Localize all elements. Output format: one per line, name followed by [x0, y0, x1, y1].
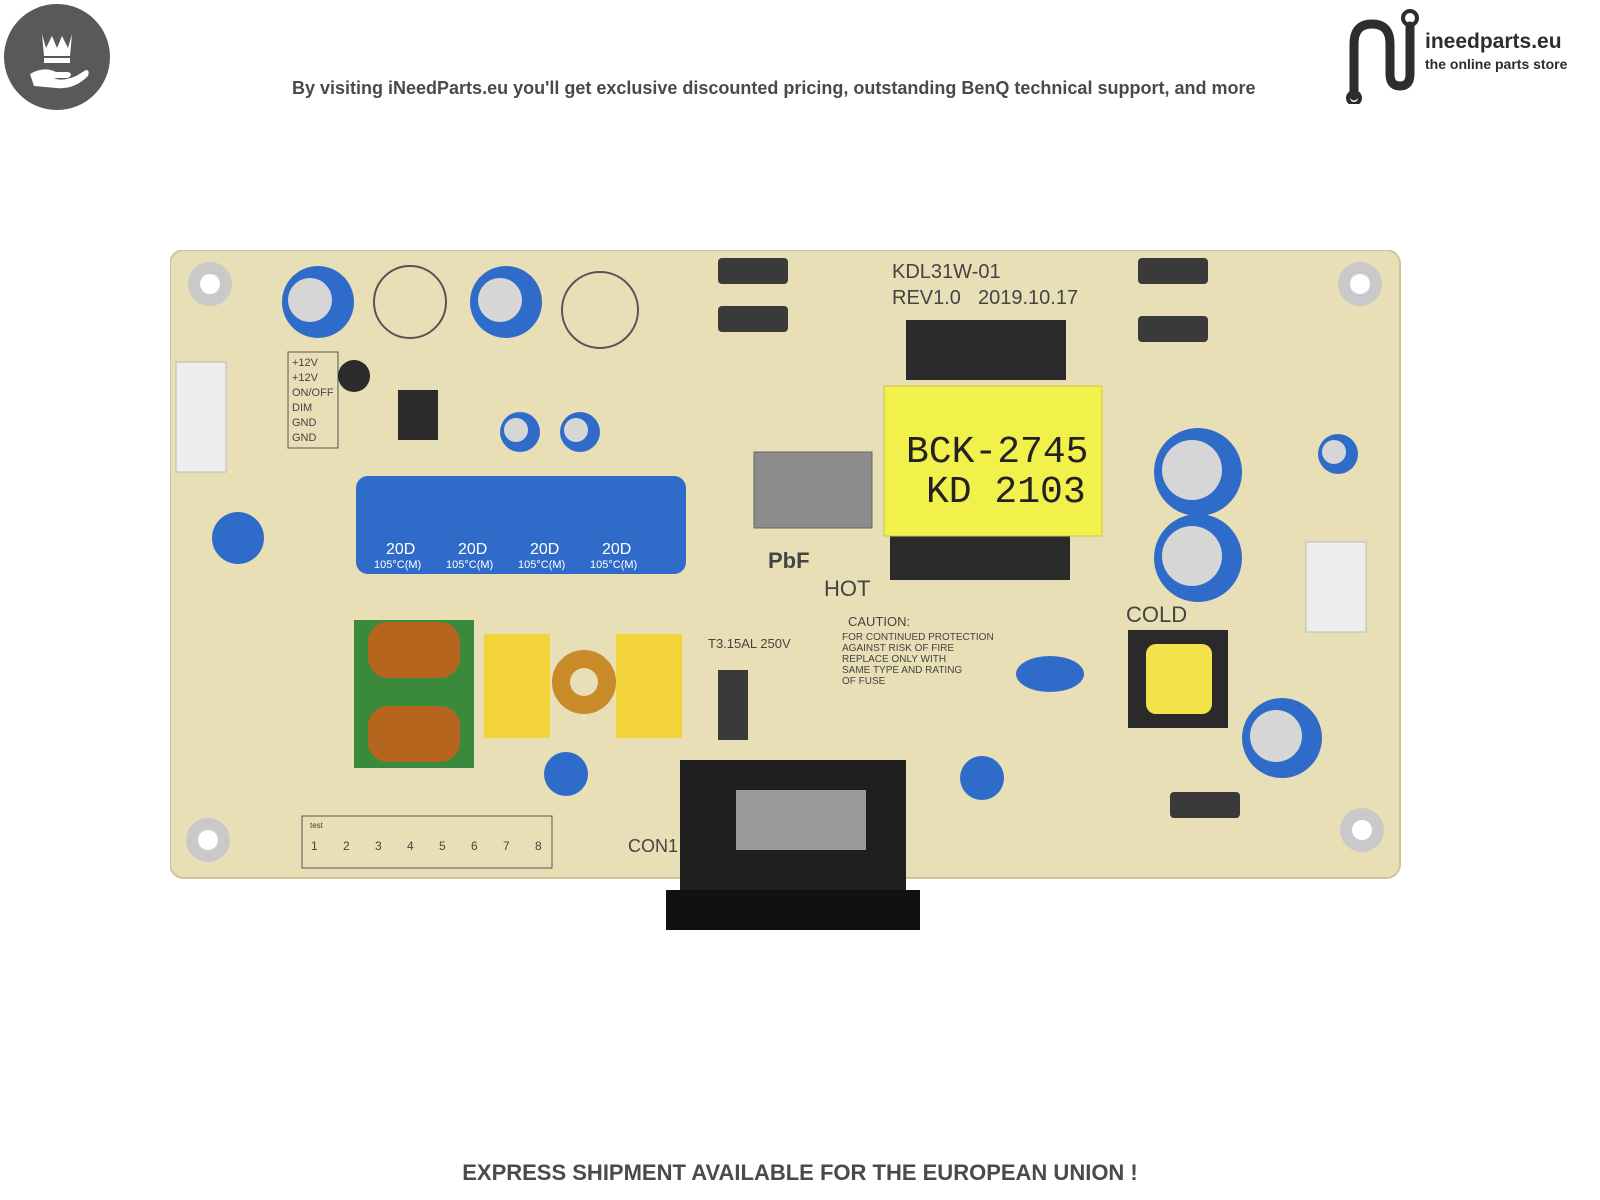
- output-inductor: [1128, 630, 1228, 728]
- caution-text: CAUTION: FOR CONTINUED PROTECTION AGAINS…: [842, 614, 994, 687]
- svg-text:CAUTION:: CAUTION:: [848, 614, 910, 629]
- diode: [1170, 792, 1240, 818]
- capacitor: [560, 412, 600, 452]
- svg-text:DIM: DIM: [292, 402, 312, 414]
- capacitor: [470, 266, 542, 338]
- svg-text:GND: GND: [292, 432, 317, 444]
- test-point-table: test 1 2 3 4 5 6 7 8: [301, 815, 553, 869]
- board-date: 2019.10.17: [978, 287, 1078, 309]
- hot-mark: HOT: [824, 576, 870, 601]
- svg-text:105°C(M): 105°C(M): [374, 559, 421, 571]
- capacitor: [1154, 428, 1242, 516]
- fuse: [718, 670, 748, 740]
- svg-text:7: 7: [503, 839, 510, 853]
- mounting-hole: [1340, 808, 1384, 852]
- svg-text:20D: 20D: [530, 541, 559, 558]
- power-board-photo: KDL31W-01 REV1.0 2019.10.17 +12V +12V ON…: [170, 250, 1401, 930]
- transformer-label: BCK-2745: [906, 431, 1088, 474]
- svg-text:SAME TYPE AND RATING: SAME TYPE AND RATING: [842, 665, 962, 676]
- heatsink: [753, 451, 873, 529]
- con1-label: CON1: [628, 836, 678, 856]
- mounting-hole: [186, 818, 230, 862]
- capacitor: [500, 412, 540, 452]
- capacitor: [1242, 698, 1322, 778]
- svg-text:3: 3: [375, 839, 382, 853]
- transistor: [338, 360, 370, 392]
- svg-text:105°C(M): 105°C(M): [518, 559, 565, 571]
- svg-text:105°C(M): 105°C(M): [590, 559, 637, 571]
- capacitor: [282, 266, 354, 338]
- svg-text:1: 1: [311, 839, 318, 853]
- pin-labels: +12V +12V ON/OFF DIM GND GND: [287, 351, 339, 449]
- transformer-code: KD 2103: [926, 471, 1086, 514]
- y-capacitor: [544, 752, 588, 796]
- mounting-hole: [1338, 262, 1382, 306]
- transformer: BCK-2745 KD 2103: [883, 320, 1103, 580]
- diode: [718, 306, 788, 332]
- svg-text:8: 8: [535, 839, 542, 853]
- toroid-choke: [552, 650, 616, 714]
- logo-subtitle: the online parts store: [1425, 56, 1568, 72]
- crown-hand-icon: [30, 34, 89, 89]
- mounting-hole: [188, 262, 232, 306]
- svg-text:5: 5: [439, 839, 446, 853]
- svg-text:OF FUSE: OF FUSE: [842, 676, 886, 687]
- capacitor: [1318, 434, 1358, 474]
- logo-wordmark: ineedparts.eu: [1425, 30, 1562, 53]
- svg-text:+12V: +12V: [292, 372, 319, 384]
- board-revision: REV1.0: [892, 287, 961, 309]
- svg-text:FOR CONTINUED PROTECTION: FOR CONTINUED PROTECTION: [842, 632, 994, 643]
- diode: [718, 258, 788, 284]
- svg-text:105°C(M): 105°C(M): [446, 559, 493, 571]
- white-connector: [1305, 541, 1367, 633]
- svg-text:20D: 20D: [458, 541, 487, 558]
- footprint-outline: [373, 265, 447, 339]
- svg-text:4: 4: [407, 839, 414, 853]
- footprint-outline: [561, 271, 639, 349]
- svg-text:GND: GND: [292, 417, 317, 429]
- svg-text:test: test: [310, 821, 324, 830]
- y-capacitor: [1016, 656, 1084, 692]
- diode: [1138, 258, 1208, 284]
- svg-text:ON/OFF: ON/OFF: [292, 387, 334, 399]
- pbf-mark: PbF: [768, 548, 810, 573]
- diode: [1138, 316, 1208, 342]
- ineedparts-logo[interactable]: ineedparts.eu the online parts store: [1340, 4, 1596, 106]
- common-mode-choke: [354, 620, 474, 768]
- optocoupler: [398, 390, 438, 440]
- header-tagline: By visiting iNeedParts.eu you'll get exc…: [292, 78, 1256, 98]
- x-capacitor: [484, 634, 550, 738]
- white-connector: [175, 361, 227, 473]
- svg-text:REPLACE ONLY WITH: REPLACE ONLY WITH: [842, 654, 946, 665]
- x-capacitor: [616, 634, 682, 738]
- bulk-capacitor: 20D 20D 20D 20D 105°C(M) 105°C(M) 105°C(…: [356, 476, 686, 574]
- svg-text:6: 6: [471, 839, 478, 853]
- svg-text:20D: 20D: [602, 541, 631, 558]
- footer-shipping-banner: EXPRESS SHIPMENT AVAILABLE FOR THE EUROP…: [462, 1160, 1138, 1185]
- capacitor: [1154, 514, 1242, 602]
- crown-hand-badge: [4, 4, 110, 110]
- board-model: KDL31W-01: [892, 261, 1001, 283]
- svg-text:2: 2: [343, 839, 350, 853]
- svg-text:AGAINST RISK OF FIRE: AGAINST RISK OF FIRE: [842, 643, 954, 654]
- circuit-n-icon: [1346, 9, 1419, 106]
- svg-text:+12V: +12V: [292, 357, 319, 369]
- y-capacitor: [212, 512, 264, 564]
- svg-text:20D: 20D: [386, 541, 415, 558]
- y-capacitor: [960, 756, 1004, 800]
- ac-inlet-connector: [666, 760, 920, 930]
- cold-mark: COLD: [1126, 602, 1187, 627]
- fuse-rating: T3.15AL 250V: [708, 636, 791, 651]
